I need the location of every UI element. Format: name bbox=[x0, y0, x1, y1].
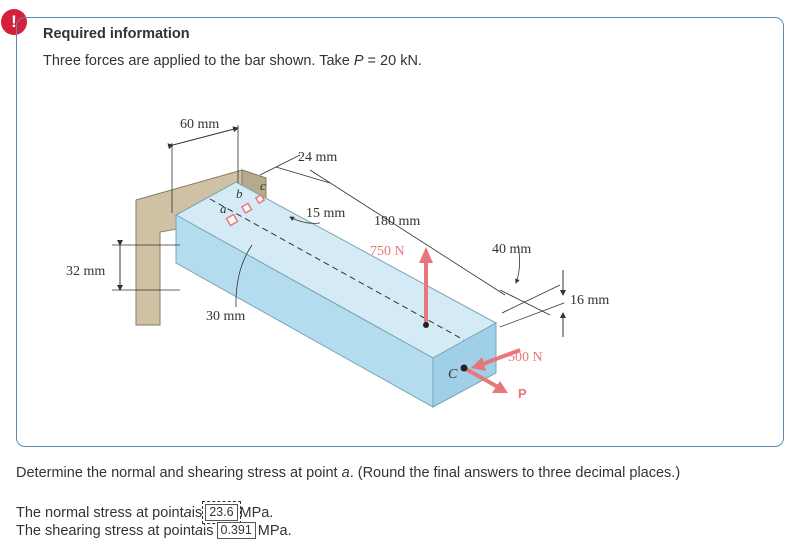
dim-15-label: 15 mm bbox=[306, 206, 345, 221]
dim-180-label: 180 mm bbox=[374, 214, 420, 229]
normal-stress-row: The normal stress at point a is 23.6 MPa… bbox=[16, 501, 274, 524]
normal-stress-input[interactable]: 23.6 bbox=[202, 501, 241, 524]
force-p-arrow bbox=[460, 364, 508, 393]
required-info-title: Required information bbox=[43, 26, 190, 42]
force-750n-arrow bbox=[419, 247, 433, 328]
force-500-label: 500 N bbox=[508, 350, 543, 365]
force-500n-arrow bbox=[471, 348, 521, 371]
problem-statement: Three forces are applied to the bar show… bbox=[43, 53, 422, 69]
point-c-label: c bbox=[260, 178, 266, 193]
point-C-label: C bbox=[448, 367, 458, 382]
dim-30-label: 30 mm bbox=[206, 309, 245, 324]
dim-32-label: 32 mm bbox=[66, 264, 105, 279]
shear-stress-row: The shearing stress at point a is 0.391 … bbox=[16, 522, 292, 539]
force-p-label: P bbox=[518, 386, 527, 401]
question-text: Determine the normal and shearing stress… bbox=[16, 465, 681, 481]
bar-figure: 60 mm 24 mm 15 mm 180 mm 40 mm 16 mm 32 … bbox=[66, 117, 609, 408]
dim-60-label: 60 mm bbox=[180, 117, 219, 132]
shear-stress-input[interactable]: 0.391 bbox=[216, 522, 256, 539]
dim-16-label: 16 mm bbox=[570, 293, 609, 308]
bar-body bbox=[174, 181, 498, 408]
required-info-card bbox=[16, 17, 784, 447]
force-750-label: 750 N bbox=[370, 244, 405, 259]
point-b-label: b bbox=[236, 186, 243, 201]
dim-24-label: 24 mm bbox=[298, 150, 337, 165]
dim-40-label: 40 mm bbox=[492, 242, 531, 257]
point-a-label: a bbox=[220, 201, 227, 216]
